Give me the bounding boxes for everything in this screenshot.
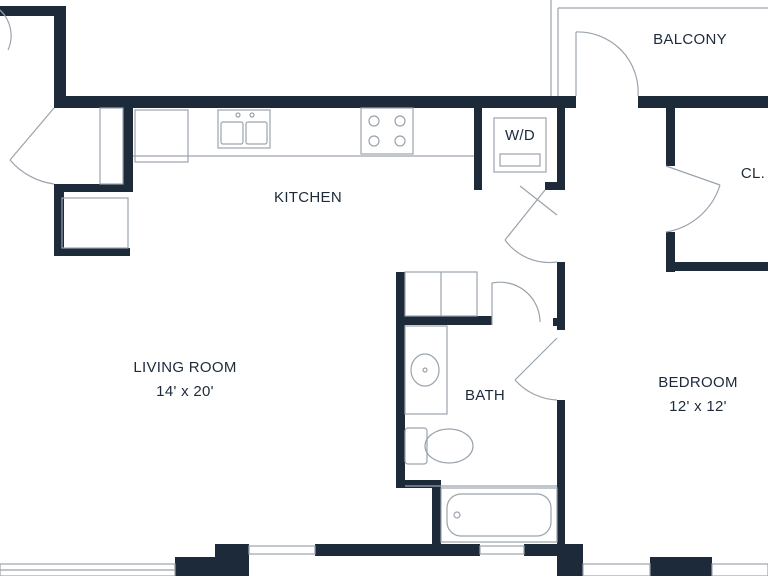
bedroom-dimensions: 12' x 12' — [669, 398, 727, 415]
door-wd-leaf — [519, 185, 558, 216]
wall-top-left — [0, 6, 58, 16]
kitchen-sink — [217, 109, 271, 149]
vanity — [404, 325, 448, 415]
door-wd — [504, 189, 558, 264]
wall-bottom-step — [215, 544, 249, 576]
wall-bath-jog — [396, 480, 440, 488]
wall-bottom-right — [524, 544, 565, 556]
windows — [0, 545, 768, 576]
wall-bedroom-top — [638, 96, 768, 108]
closet-label: CL. — [740, 165, 766, 182]
wall-linen-bottom — [54, 248, 130, 256]
door-balcony — [575, 31, 639, 97]
exterior-outlines — [550, 0, 768, 96]
wall-wd-left — [474, 106, 482, 190]
wall-hall-right — [557, 262, 565, 330]
wall-closet-left-upper — [666, 106, 675, 166]
door-bath — [514, 337, 558, 401]
doors — [0, 9, 721, 401]
stove — [360, 107, 414, 155]
wall-left-lower — [54, 184, 64, 256]
door-closet — [665, 165, 721, 233]
door-pantry — [9, 107, 55, 185]
wall-bath-left — [396, 272, 405, 488]
pantry-shelf — [99, 107, 124, 185]
refrigerator — [134, 109, 189, 163]
wall-pantry-bottom — [54, 184, 133, 192]
wall-hall-stub — [553, 318, 565, 326]
wall-pantry-right — [123, 106, 133, 192]
bathtub — [440, 487, 558, 543]
bath-fixtures — [404, 271, 558, 543]
linen-shelf — [61, 197, 129, 249]
wall-kitchen-top — [54, 96, 576, 108]
toilet-tank — [404, 427, 428, 465]
wall-bottom-far — [650, 557, 712, 576]
wall-wd-right — [557, 106, 565, 190]
wall-bottom-mid — [315, 544, 480, 556]
window-living-right — [248, 545, 316, 555]
bath-sink — [410, 353, 440, 387]
balcony-label: BALCONY — [653, 31, 727, 48]
living-room-dimensions: 14' x 20' — [156, 383, 214, 400]
door-bath-closet — [491, 281, 541, 325]
bath-label: BATH — [464, 387, 506, 404]
wall-bottom-corner — [557, 544, 583, 576]
wall-wd-bottom-stub — [545, 182, 565, 190]
wall-left-upper — [54, 6, 66, 106]
window-bedroom-right — [711, 563, 768, 576]
walls — [0, 6, 768, 576]
wall-closet-bottom — [666, 262, 768, 271]
window-bath — [479, 545, 525, 555]
washer-dryer — [493, 117, 547, 173]
living-room-label: LIVING ROOM — [133, 359, 237, 376]
wall-bottom-left — [175, 557, 217, 576]
bedroom-label: BEDROOM — [658, 374, 738, 391]
toilet-bowl — [424, 428, 474, 464]
window-bedroom-left — [582, 563, 651, 576]
wall-bath-jog-down — [432, 480, 441, 550]
wall-closet-left-lower — [666, 232, 675, 272]
wall-bath-top — [396, 316, 492, 325]
wall-bedroom-left — [557, 400, 565, 576]
kitchen-label: KITCHEN — [274, 189, 342, 206]
kitchen-fixtures — [61, 107, 547, 249]
washer-dryer-label: W/D — [504, 127, 536, 144]
door-entry-top-arc — [0, 9, 12, 51]
